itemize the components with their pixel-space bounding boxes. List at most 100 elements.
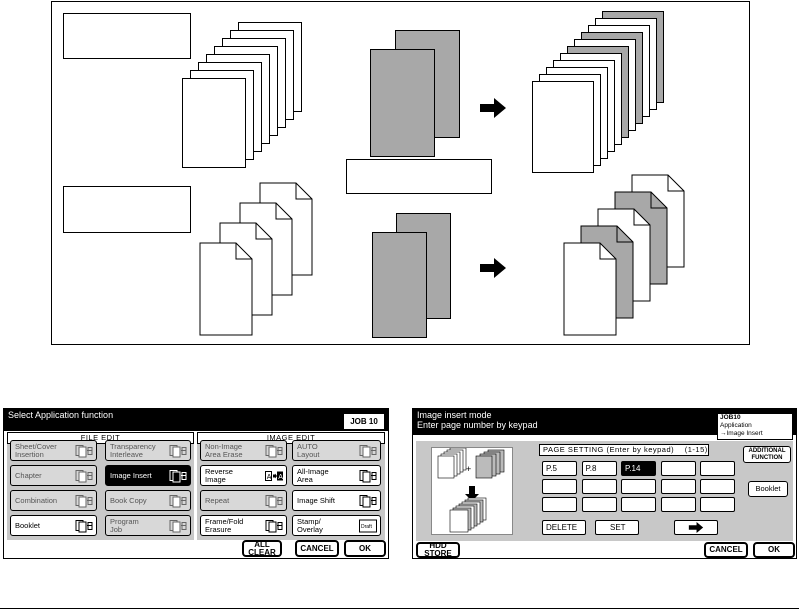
arrow-right-icon: [688, 522, 704, 533]
original-sheet: [182, 78, 246, 168]
empty-page-slot[interactable]: [700, 497, 735, 512]
chapter-button[interactable]: Chapter: [10, 465, 97, 486]
book-copy-icon: [169, 494, 187, 507]
stamp-text: Draft: [361, 524, 372, 530]
button-label: Image Insert: [110, 470, 152, 480]
cancel-button[interactable]: CANCEL: [295, 540, 339, 557]
screen-title: Image insert mode: [417, 410, 492, 420]
cover-insert-icon: [75, 444, 93, 457]
image-insert-screen: Image insert mode Enter page number by k…: [412, 408, 797, 559]
all-clear-label: ALL CLEAR: [248, 539, 276, 557]
ok-button[interactable]: OK: [753, 542, 795, 558]
cancel-label: CANCEL: [709, 545, 743, 554]
combined-sheet: [532, 81, 594, 173]
empty-page-slot[interactable]: [621, 497, 656, 512]
empty-page-slot[interactable]: [621, 479, 656, 494]
book-copy-button[interactable]: Book Copy: [105, 490, 191, 511]
illus-insert-sheet: [475, 455, 493, 479]
result-document-fold: [633, 209, 650, 226]
empty-page-slot[interactable]: [542, 497, 577, 512]
empty-page-slot[interactable]: [700, 461, 735, 476]
button-label: Program Job: [110, 516, 139, 534]
button-label: AUTO Layout: [297, 441, 320, 459]
sheet-cover-insertion-button[interactable]: Sheet/Cover Insertion: [10, 440, 97, 461]
result-document-fold: [667, 175, 684, 192]
label-box-bottom: [63, 186, 191, 233]
empty-page-slot[interactable]: [660, 479, 696, 494]
image-insert-button[interactable]: Image Insert: [105, 465, 191, 486]
delete-label: DELETE: [546, 523, 578, 532]
delete-button[interactable]: DELETE: [542, 520, 586, 535]
page-setting-header: PAGE SETTING (Enter by keypad) (1-15): [539, 444, 709, 456]
result-document-fold: [599, 243, 616, 260]
plus-icon: +: [466, 464, 471, 474]
original-document: [199, 242, 253, 336]
reverse-glyph-b: A: [278, 474, 283, 481]
cancel-button[interactable]: CANCEL: [704, 542, 748, 558]
select-application-screen: Select Application function JOB 10 FILE …: [3, 408, 389, 559]
button-label: Transparency Interleave: [110, 441, 156, 459]
reverse-glyph-a: A: [267, 474, 272, 481]
set-button[interactable]: SET: [595, 520, 639, 535]
button-label: Non-Image Area Erase: [205, 441, 243, 459]
booklet-button[interactable]: Booklet: [748, 481, 788, 497]
hdd-store-label: HDD STORE: [424, 541, 452, 558]
additional-function-button[interactable]: ADDITIONAL FUNCTION: [743, 446, 791, 463]
program-job-button[interactable]: Program Job: [105, 515, 191, 536]
illus-result-sheet: [449, 509, 469, 533]
cancel-label: CANCEL: [300, 543, 334, 553]
auto-layout-icon: [359, 444, 377, 457]
job-tab: JOB 10: [343, 413, 385, 430]
combination-button[interactable]: Combination: [10, 490, 97, 511]
original-document-fold: [235, 243, 252, 260]
original-document-fold: [275, 203, 292, 220]
page-slot-p5[interactable]: P.5: [542, 461, 577, 476]
frame-fold-erasure-button[interactable]: Frame/Fold Erasure: [200, 515, 287, 536]
result-document-fold: [616, 226, 633, 243]
ok-button[interactable]: OK: [344, 540, 386, 557]
diagram-frame: [51, 1, 750, 345]
transparency-icon: [169, 444, 187, 457]
page-slot-p8[interactable]: P.8: [581, 461, 617, 476]
screen-subtitle: Enter page number by keypad: [417, 420, 538, 430]
result-documents-stack: [563, 174, 685, 336]
page-slot-p14[interactable]: P.14: [621, 461, 656, 476]
all-image-area-button[interactable]: All-Image Area: [292, 465, 381, 486]
hdd-store-button[interactable]: HDD STORE: [416, 542, 460, 558]
button-label: Repeat: [205, 495, 230, 505]
image-insert-icon: [169, 469, 187, 482]
booklet-icon: [75, 519, 93, 532]
repeat-icon: [265, 494, 283, 507]
non-image-area-erase-button[interactable]: Non-Image Area Erase: [200, 440, 287, 461]
original-document-fold: [255, 223, 272, 240]
next-arrow-button[interactable]: [674, 520, 718, 535]
booklet-button[interactable]: Booklet: [10, 515, 97, 536]
empty-page-slot[interactable]: [660, 497, 696, 512]
page-slot-label: P.14: [625, 464, 641, 473]
button-label: All-Image Area: [297, 466, 329, 484]
empty-page-slot[interactable]: [581, 479, 617, 494]
empty-page-slot[interactable]: [581, 497, 617, 512]
empty-page-slot[interactable]: [700, 479, 735, 494]
frame-fold-icon: [265, 519, 283, 532]
chapter-icon: [75, 469, 93, 482]
screen-title-bar: Select Application function: [4, 409, 388, 431]
repeat-button[interactable]: Repeat: [200, 490, 287, 511]
illus-original-sheet: [437, 455, 455, 479]
ok-label: OK: [768, 545, 780, 554]
job-tab: JOB10 Application →Image Insert: [717, 413, 793, 440]
auto-layout-button[interactable]: AUTO Layout: [292, 440, 381, 461]
result-document: [563, 242, 617, 336]
image-shift-button[interactable]: Image Shift: [292, 490, 381, 511]
button-label: Combination: [15, 495, 58, 505]
empty-page-slot[interactable]: [542, 479, 577, 494]
label-box-middle: [346, 159, 492, 194]
transparency-interleave-button[interactable]: Transparency Interleave: [105, 440, 191, 461]
button-label: Sheet/Cover Insertion: [15, 441, 57, 459]
page-slot-label: P.5: [546, 464, 557, 473]
empty-page-slot[interactable]: [660, 461, 696, 476]
all-clear-button[interactable]: ALL CLEAR: [242, 540, 282, 557]
